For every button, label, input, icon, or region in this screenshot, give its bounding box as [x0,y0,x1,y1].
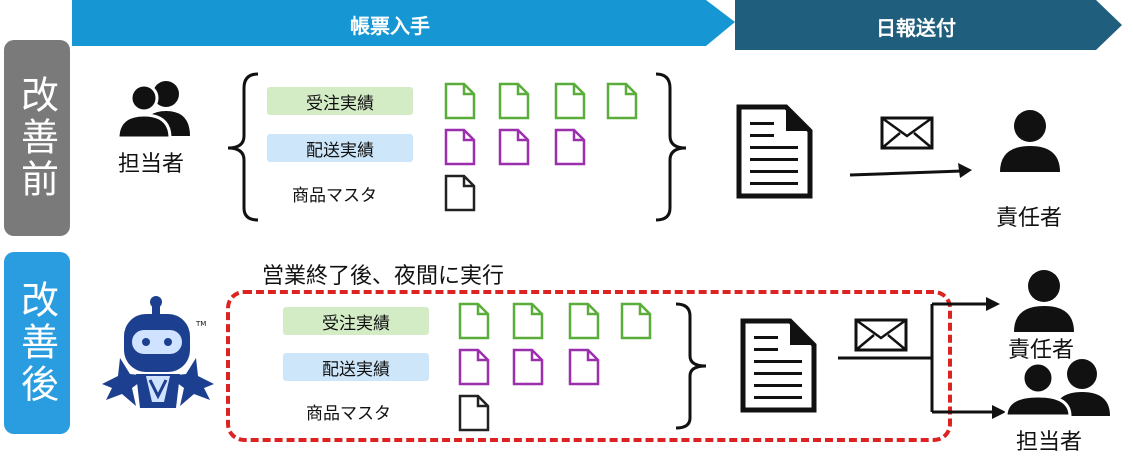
doc-icon-green [444,82,476,120]
after-section-label: 改善後 [4,252,70,434]
header-phase1-label: 帳票入手 [350,14,430,38]
after-recipient-staff-label: 担当者 [1016,430,1083,455]
doc-icon-green [554,82,586,120]
before-recipient-label: 責任者 [996,206,1063,231]
doc-icon-black [458,394,490,432]
person-pair-icon [1004,359,1110,418]
doc-icon-green [606,82,638,120]
before-section-label: 改善前 [4,40,70,236]
doc-icon-purple [554,128,586,166]
before-actor-label: 担当者 [118,152,185,177]
before-row-master-label: 商品マスタ [292,186,377,206]
left-brace [227,72,259,222]
report-document-icon [736,104,813,199]
mail-icon [854,318,908,352]
right-brace [655,72,687,222]
doc-icon-purple [444,128,476,166]
after-row-delivery-label: 配送実績 [283,353,429,381]
header-phase2-arrow [735,0,1122,50]
report-document-icon [740,318,817,413]
header-banner [72,0,1122,50]
before-row-orders-label: 受注実績 [267,87,413,115]
doc-icon-purple [498,128,530,166]
after-row-orders-label: 受注実績 [283,307,429,335]
header-phase1-arrow [72,0,735,46]
doc-icon-purple [458,348,490,386]
doc-icon-green [512,302,544,340]
after-caption: 営業終了後、夜間に実行 [262,264,505,289]
after-doc-icons [458,302,652,432]
mail-icon [880,116,934,150]
doc-icon-black [444,174,476,212]
doc-icon-green [568,302,600,340]
person-icon [1000,110,1060,172]
person-icon [1014,270,1074,332]
doc-icon-purple [512,348,544,386]
right-brace [675,302,707,430]
before-doc-icons [444,82,638,212]
after-recipient-manager-label: 責任者 [1008,338,1075,363]
robot-icon [102,296,214,408]
robot-trademark: TM [196,320,207,328]
doc-icon-green [458,302,490,340]
before-row-delivery-label: 配送実績 [267,134,413,162]
doc-icon-green [498,82,530,120]
header-phase2-label: 日報送付 [876,16,956,40]
doc-icon-purple [568,348,600,386]
send-arrow [849,163,972,178]
after-row-master-label: 商品マスタ [306,404,391,424]
person-pair-icon [116,81,190,140]
branch-send-arrows [838,297,1006,419]
doc-icon-green [620,302,652,340]
automation-scope-box [226,290,952,442]
